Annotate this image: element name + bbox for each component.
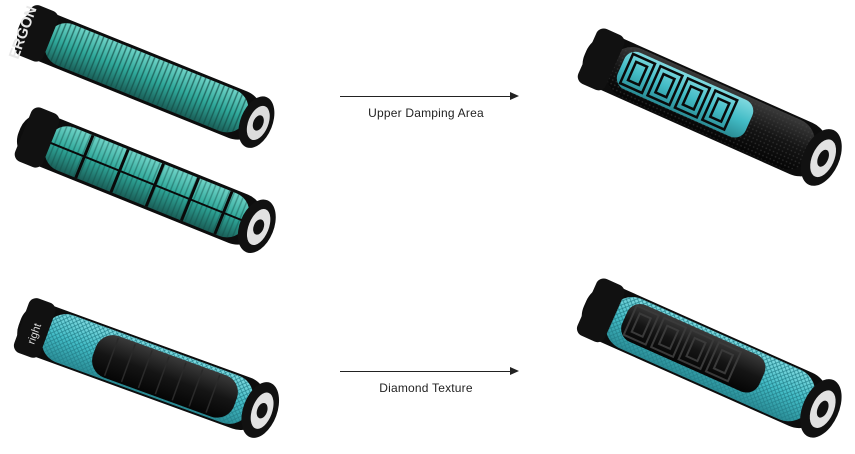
arrow-label: Diamond Texture [379, 381, 473, 395]
grip-black-aqua-diamond: right [13, 298, 280, 438]
grip-black-aqua-maze [577, 28, 842, 186]
arrow-right-icon [510, 92, 519, 100]
grip-blocked-teal [14, 107, 276, 253]
grip-aqua-black-maze [576, 278, 842, 438]
arrow-line [340, 96, 512, 97]
arrow-right-icon [510, 367, 519, 375]
arrow-label: Upper Damping Area [368, 106, 484, 120]
grip-ribbed-teal: ERGON [6, 4, 275, 148]
arrow-line [340, 371, 512, 372]
